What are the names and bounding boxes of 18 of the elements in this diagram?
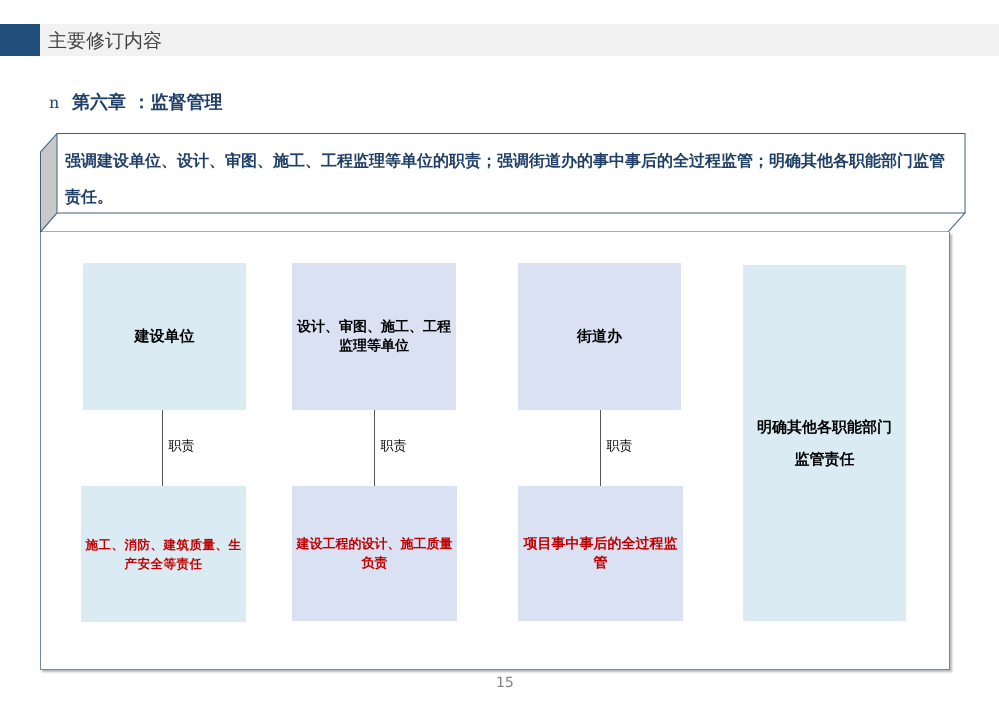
edge-label: 职责	[380, 437, 408, 455]
edge-label: 职责	[606, 437, 634, 455]
connector-line	[162, 410, 163, 486]
text-box: 建设工程的设计、施工质量负责	[292, 486, 457, 621]
edge-label: 职责	[168, 437, 196, 455]
connector-line	[600, 410, 601, 486]
text-box: 项目事中事后的全过程监管	[518, 486, 683, 621]
text-box: 建设单位	[83, 263, 246, 410]
text-box: 设计、审图、施工、工程监理等单位	[292, 263, 456, 410]
text-box: 施工、消防、建筑质量、生产安全等责任	[81, 486, 246, 622]
text-box: 明确其他各职能部门监管责任	[743, 265, 906, 621]
connector-line	[374, 410, 375, 486]
page-title: 主要修订内容	[48, 29, 162, 54]
text-box: 街道办	[518, 263, 681, 410]
section-heading: 第六章 ：监督管理	[72, 91, 222, 114]
panel-box	[40, 232, 950, 670]
bullet-mark: n	[49, 93, 60, 112]
page-number: 15	[496, 675, 514, 691]
